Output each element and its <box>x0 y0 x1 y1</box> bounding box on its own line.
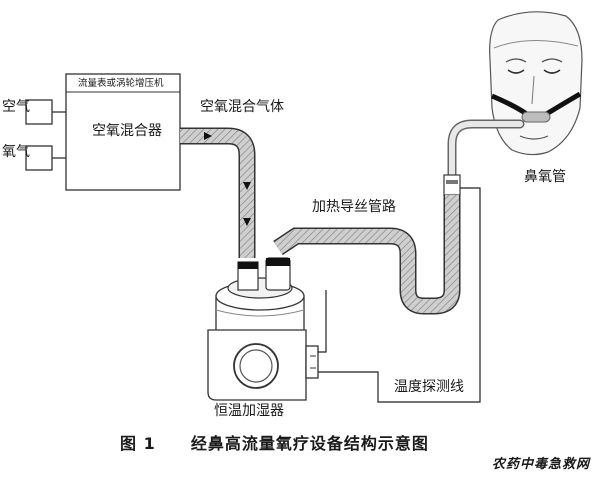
humidifier-power-cable <box>318 290 327 353</box>
mixed-gas-tube <box>180 127 256 258</box>
flow-arrows <box>204 132 251 226</box>
temperature-probe-cable <box>318 187 481 403</box>
connector-band <box>446 180 458 184</box>
mixer-label: 空氧混合器 <box>92 123 162 139</box>
oxygen-label: 氧气 <box>2 144 30 160</box>
heater-base <box>207 329 319 401</box>
air-inlet-box <box>25 99 53 125</box>
figure-caption: 图 1 经鼻高流量氧疗设备结构示意图 <box>120 436 429 452</box>
nasal-cannula-label: 鼻氧管 <box>524 169 566 185</box>
air-label: 空气 <box>2 99 30 115</box>
tube-connector <box>443 174 461 196</box>
figure-number: 图 1 <box>120 434 156 453</box>
temperature-probe-label: 温度探测线 <box>394 379 464 395</box>
mixed-gas-label: 空氧混合气体 <box>200 99 284 115</box>
figure-title: 经鼻高流量氧疗设备结构示意图 <box>190 434 429 453</box>
cannula-tube <box>447 119 525 180</box>
patient-face <box>489 11 583 156</box>
humidifier-label: 恒温加湿器 <box>214 403 284 419</box>
oxygen-inlet-box <box>25 145 53 171</box>
watermark: 农药中毒急救网 <box>492 457 591 472</box>
panel-title-label: 流量表或涡轮增压机 <box>78 78 164 89</box>
heated-tube-label: 加热导丝管路 <box>312 199 396 215</box>
flow-control-panel <box>65 73 181 191</box>
